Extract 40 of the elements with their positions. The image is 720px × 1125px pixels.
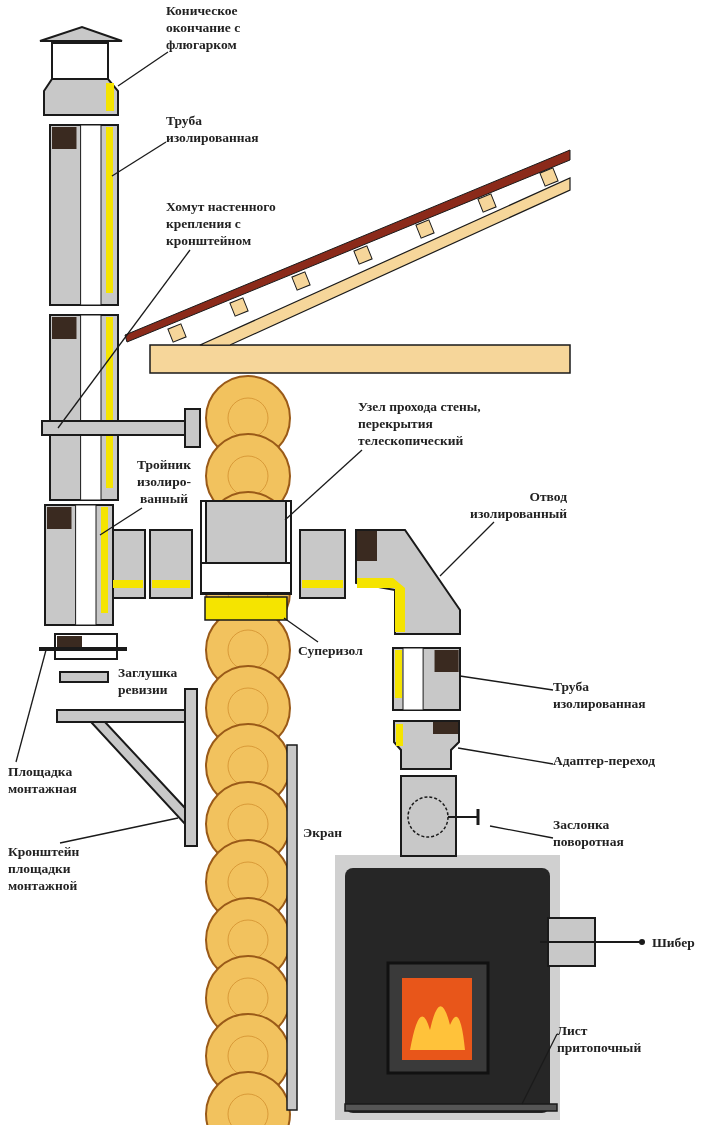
- part-label: Узел прохода стены, перекрытия телескопический: [358, 398, 486, 449]
- leader-line: [489, 825, 554, 839]
- adapter-drawing: [393, 720, 460, 770]
- part-label: Заглушка ревизии: [118, 664, 179, 698]
- leader-line: [284, 449, 363, 521]
- damper-drawing: [400, 775, 482, 857]
- part-label: Шибер: [652, 934, 696, 951]
- leader-line: [111, 141, 167, 177]
- chimney-cap-drawing: [40, 25, 122, 117]
- part-label: Труба изолированная: [553, 678, 665, 712]
- insulated-pipe-drawing: [393, 648, 460, 710]
- part-label: Суперизол: [298, 642, 388, 659]
- elbow-drawing: [355, 528, 462, 636]
- tee-drawing: [45, 505, 147, 625]
- leader-line: [15, 649, 47, 763]
- hearth-sheet: [345, 1104, 557, 1111]
- part-label: Экран: [303, 824, 343, 841]
- leader-line: [59, 817, 179, 844]
- pass-through-unit-drawing: [200, 500, 292, 595]
- part-label: Лист притопочный: [557, 1022, 657, 1056]
- leader-line: [459, 675, 554, 691]
- part-label: Площадка монтажная: [8, 763, 108, 797]
- wall-clamp-drawing: [42, 408, 202, 448]
- insulation-layer: [205, 597, 287, 620]
- part-label: Тройник изолиро-ванный: [128, 456, 200, 507]
- part-label: Отвод изолированный: [455, 488, 567, 522]
- part-label: Адаптер-переход: [553, 752, 683, 769]
- part-label: Хомут настенного крепления с кронштейном: [166, 198, 291, 249]
- leader-line: [521, 1033, 558, 1105]
- leader-line: [283, 617, 319, 643]
- part-label: Кронштейн площадки монтажной: [8, 843, 98, 894]
- part-label: Труба изолированная: [166, 112, 271, 146]
- leader-line: [99, 507, 143, 536]
- leader-line: [439, 521, 495, 577]
- mounting-plate-drawing: [38, 634, 128, 662]
- leader-line: [457, 747, 554, 765]
- part-label: Коническое окончание с флюгарком: [166, 2, 266, 53]
- part-label: Заслонка поворотная: [553, 816, 665, 850]
- insulated-pipe-drawing: [50, 125, 118, 305]
- leader-line: [117, 51, 169, 87]
